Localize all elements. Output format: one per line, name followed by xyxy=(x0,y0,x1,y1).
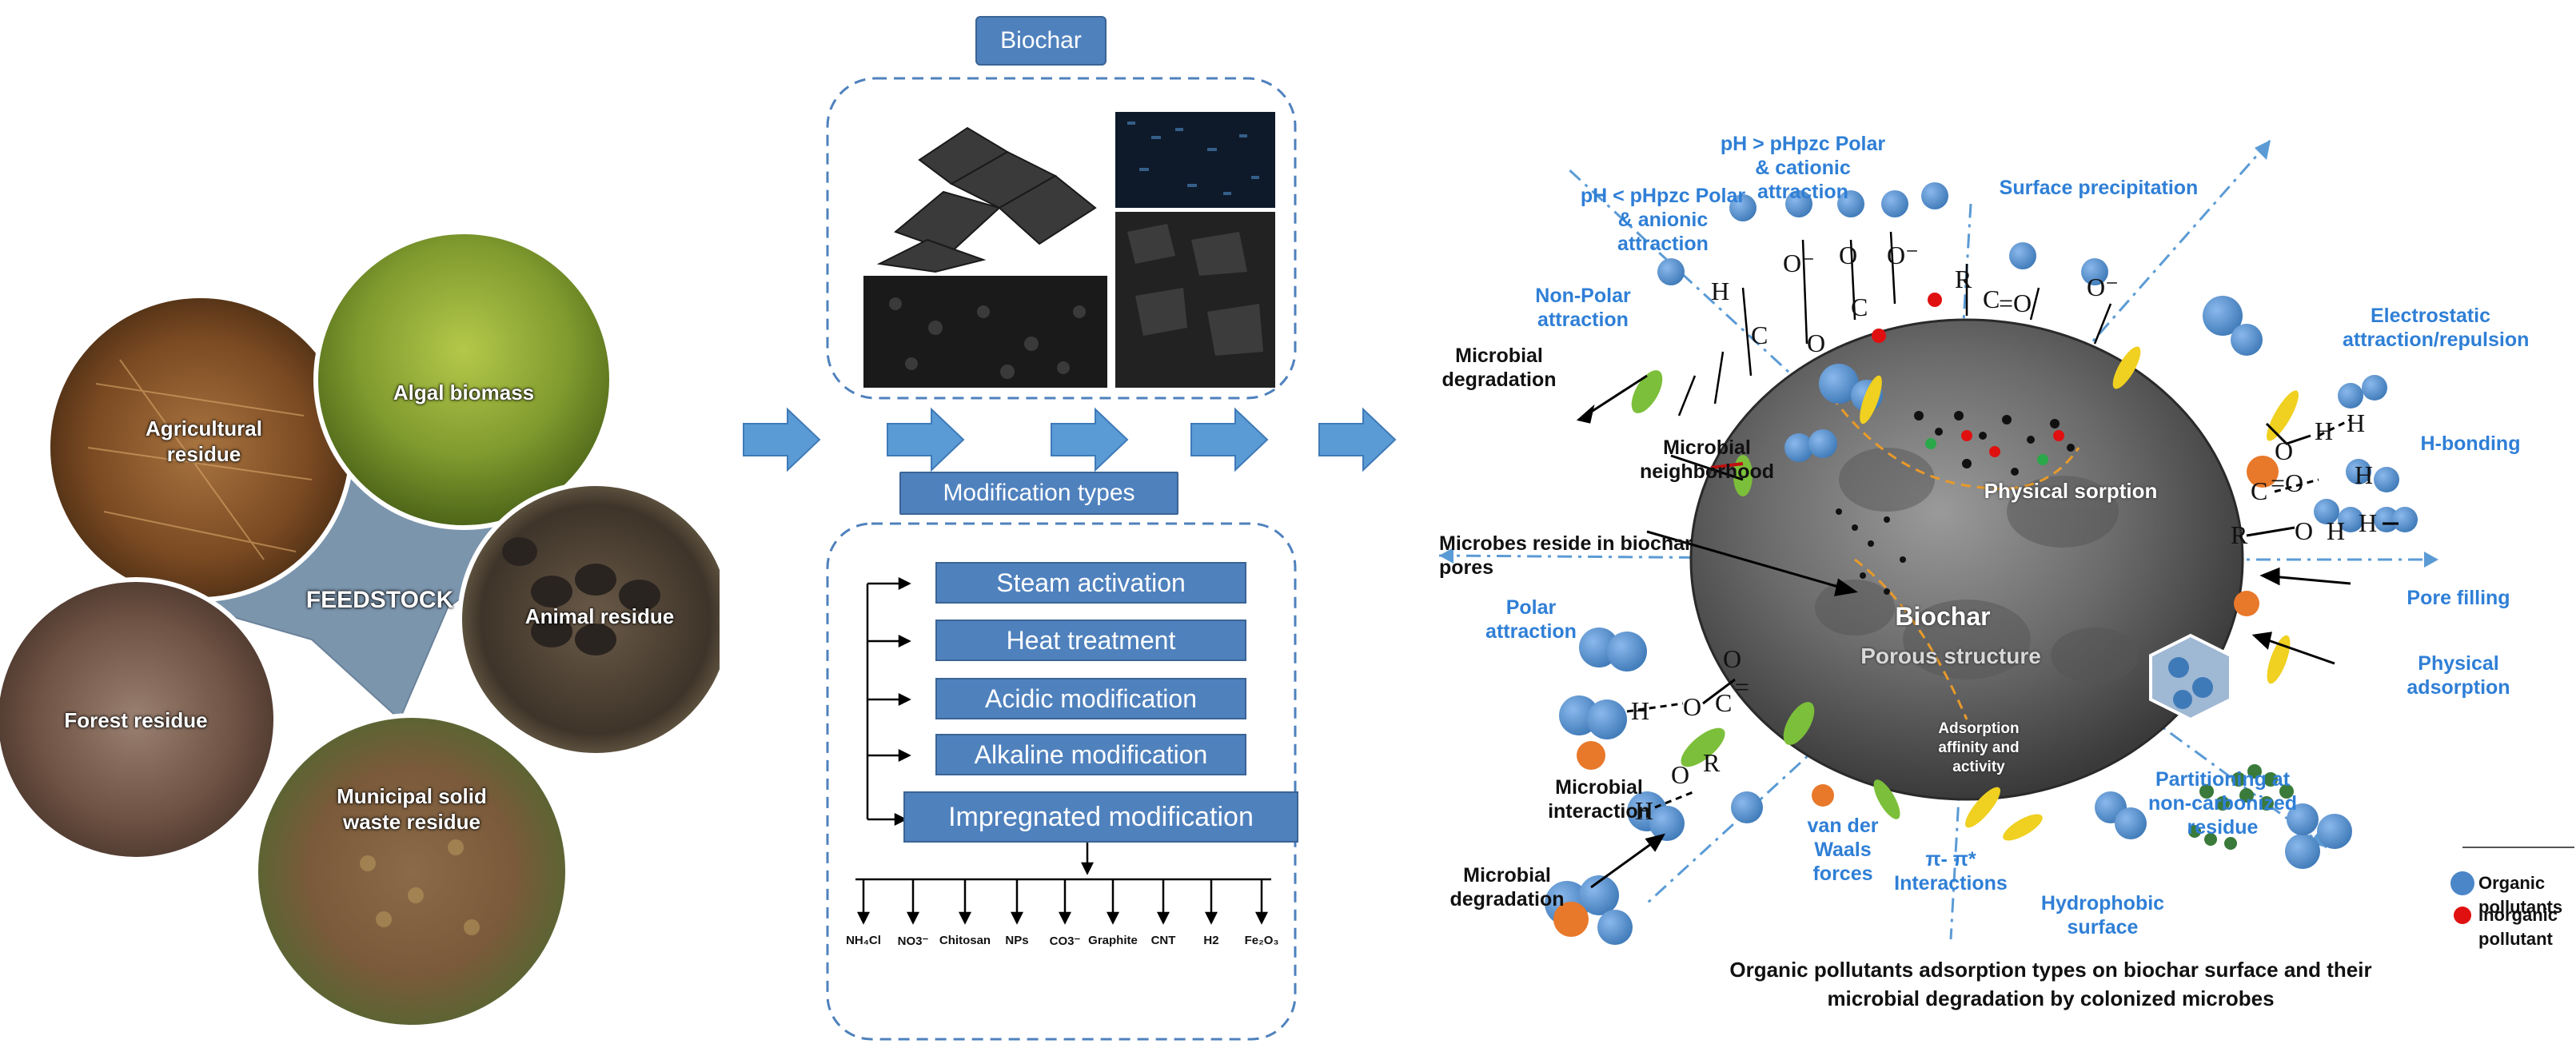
arrow-5 xyxy=(1318,407,1397,472)
label-microbial-neighborhood: Microbial neighborhood xyxy=(1639,436,1775,483)
svg-text:H: H xyxy=(1631,696,1649,725)
svg-text:H: H xyxy=(2355,460,2373,489)
feedstock-center-label: FEEDSTOCK xyxy=(305,587,454,613)
label-hydrophobic: Hydrophobic surface xyxy=(2040,892,2165,938)
label-vdw: van der Waals forces xyxy=(1807,815,1879,885)
svg-text:=O: =O xyxy=(1999,289,2032,317)
svg-text:C: C xyxy=(1715,688,1732,717)
algal-photo xyxy=(313,229,614,530)
feedstock-panel: FEEDSTOCK Agricultural residue Algal bio… xyxy=(0,0,720,1048)
municipal-waste-label: Municipal solid waste residue xyxy=(337,784,487,834)
label-microbial-interaction: Microbial interaction xyxy=(1548,776,1650,823)
label-electrostatic: Electrostatic attraction/repulsion xyxy=(2343,305,2530,351)
svg-text:O⁻: O⁻ xyxy=(1887,241,1919,269)
agent-chitosan: Chitosan xyxy=(939,934,991,947)
agent-co3: CO3⁻ xyxy=(1049,934,1081,948)
agent-cnt: CNT xyxy=(1150,934,1176,947)
agent-fe2o3: Fe₂O₃ xyxy=(1244,934,1279,947)
arrow-4 xyxy=(1190,407,1269,472)
svg-text:H: H xyxy=(2327,516,2345,545)
agent-nps: NPs xyxy=(1005,934,1029,947)
legend-organic-dot xyxy=(2450,871,2474,895)
legend-organic-label: Organic pollutants xyxy=(2478,873,2563,917)
label-hbonding: H-bonding xyxy=(2420,432,2521,455)
legend-inorganic-label: Inorganic pollutant xyxy=(2478,905,2558,949)
svg-text:H: H xyxy=(1711,277,1729,305)
svg-text:O: O xyxy=(1683,692,1701,721)
label-surface-precip: Surface precipitation xyxy=(1999,177,2199,199)
agent-graphite: Graphite xyxy=(1088,934,1138,947)
legend-inorganic-dot xyxy=(2454,907,2471,924)
modification-title-box: Modification types xyxy=(899,472,1178,515)
label-pore-filling: Pore filling xyxy=(2407,587,2510,609)
municipal-photo xyxy=(253,713,570,1030)
svg-text:O: O xyxy=(2295,516,2313,545)
label-nonpolar: Non-Polar attraction xyxy=(1535,285,1631,331)
svg-text:R: R xyxy=(1703,748,1721,777)
label-physical-adsorption: Physical adsorption xyxy=(2407,652,2510,699)
label-polar: Polar attraction xyxy=(1485,596,1577,643)
svg-text:H: H xyxy=(2359,508,2377,537)
svg-text:H: H xyxy=(2315,416,2333,445)
arrow-1 xyxy=(743,407,821,472)
svg-text:O⁻: O⁻ xyxy=(2087,273,2119,301)
right-caption: Organic pollutants adsorption types on b… xyxy=(1729,958,2372,1010)
svg-text:C: C xyxy=(2251,476,2267,505)
label-ph-low: pH < pHpzc Polar & anionic attraction xyxy=(1580,185,1746,255)
label-partitioning: Partitioning at non-carbonized residue xyxy=(2147,768,2298,839)
label-porous-structure: Porous structure xyxy=(1860,644,2041,668)
label-ph-high: pH > pHpzc Polar & cationic attraction xyxy=(1720,133,1886,203)
svg-text:=O: =O xyxy=(2271,468,2303,497)
label-microbial-degradation-top: Microbial degradation xyxy=(1442,345,1557,391)
biochar-photo-panel xyxy=(826,77,1297,400)
svg-text:C: C xyxy=(1751,321,1768,349)
svg-text:=: = xyxy=(1735,672,1749,701)
mod-heat-treatment: Heat treatment xyxy=(935,620,1246,661)
svg-text:O: O xyxy=(2275,436,2293,465)
feedstock-graphic xyxy=(0,229,720,1030)
label-microbes-reside: Microbes reside in biochar pores xyxy=(1439,532,1693,579)
label-biochar-core: Biochar xyxy=(1895,602,1991,631)
svg-text:C: C xyxy=(1983,285,2000,313)
arrow-2 xyxy=(887,407,965,472)
svg-text:O: O xyxy=(1671,760,1689,789)
forest-residue-label: Forest residue xyxy=(64,708,208,732)
agent-no3: NO3⁻ xyxy=(897,934,929,948)
biochar-title-box: Biochar xyxy=(975,16,1107,66)
adsorption-diagram: OHH C=OH ROH H HOC O= ORH HO⁻O O⁻RC =OO⁻… xyxy=(1438,139,2574,945)
svg-text:R: R xyxy=(2231,520,2248,549)
label-adsorption-affinity: Adsorption affinity and activity xyxy=(1938,720,2020,775)
svg-text:R: R xyxy=(1955,265,1972,293)
label-physical-sorption: Physical sorption xyxy=(1984,479,2158,503)
svg-text:C: C xyxy=(1851,293,1868,321)
label-microbial-degradation-bottom: Microbial degradation xyxy=(1449,864,1565,911)
modification-panel xyxy=(826,522,1297,1041)
mod-steam-activation: Steam activation xyxy=(935,562,1246,604)
svg-text:H: H xyxy=(2347,408,2365,437)
svg-text:O: O xyxy=(1839,241,1857,269)
animal-residue-label: Animal residue xyxy=(524,604,675,628)
arrow-3 xyxy=(1051,407,1129,472)
label-pi-pi: π- π* Interactions xyxy=(1894,848,2008,895)
agent-h2: H2 xyxy=(1203,934,1219,947)
forest-photo xyxy=(0,577,278,862)
pore-hexagon xyxy=(2149,633,2232,722)
svg-text:O: O xyxy=(1807,329,1825,357)
mod-alkaline: Alkaline modification xyxy=(935,734,1246,775)
algal-biomass-label: Algal biomass xyxy=(393,381,535,404)
mod-impregnated: Impregnated modification xyxy=(903,791,1298,843)
svg-text:H: H xyxy=(1635,796,1653,825)
svg-text:O⁻: O⁻ xyxy=(1783,249,1815,277)
agent-nh4cl: NH₄Cl xyxy=(846,934,881,947)
mod-acidic: Acidic modification xyxy=(935,678,1246,719)
svg-text:O: O xyxy=(1723,644,1741,673)
agricultural-residue-label: Agricultural residue xyxy=(146,416,262,466)
